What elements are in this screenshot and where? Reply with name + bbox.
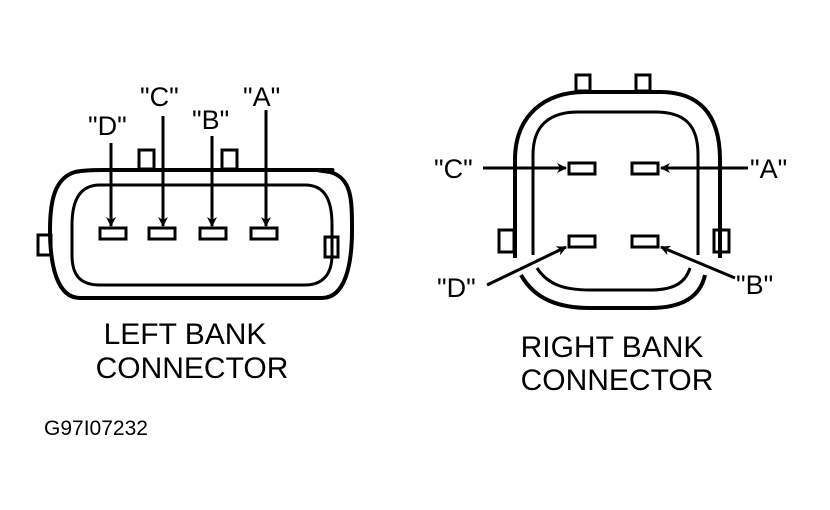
right-side-tab-right	[712, 228, 731, 254]
right-arrow-d	[486, 245, 567, 287]
right-caption-line1: RIGHT BANK	[521, 331, 704, 364]
right-pin-slot-a	[630, 161, 660, 176]
left-pin-slot-b	[198, 226, 228, 241]
left-housing-outer	[47, 168, 355, 300]
right-housing-outer-bottom	[519, 273, 707, 310]
left-pin-label-d: "D"	[88, 111, 127, 141]
right-housing-inner-bottom	[535, 267, 692, 292]
right-pin-label-a: "A"	[750, 154, 787, 184]
right-pin-label-d: "D"	[437, 273, 476, 303]
left-caption-line2: CONNECTOR	[96, 352, 289, 385]
left-pin-label-c: "C"	[140, 82, 179, 112]
left-top-latch-2	[220, 148, 239, 171]
right-pin-label-b: "B"	[736, 270, 773, 300]
right-housing-outer	[513, 90, 722, 258]
right-pin-slot-b	[630, 234, 660, 249]
right-bank-connector	[483, 73, 748, 310]
left-side-tab-right	[323, 235, 340, 259]
left-side-tab-left	[36, 233, 53, 257]
left-pin-label-b: "B"	[192, 105, 229, 135]
left-pin-label-a: "A"	[243, 82, 280, 112]
right-housing-inner	[531, 110, 700, 255]
right-top-latch-2	[634, 73, 652, 93]
right-top-latch-1	[574, 73, 592, 93]
right-pin-label-c: "C"	[434, 154, 473, 184]
left-pin-slot-c	[147, 226, 177, 241]
left-top-latch-1	[137, 148, 156, 171]
left-housing-inner	[70, 183, 334, 287]
right-pin-slot-c	[567, 161, 597, 176]
right-arrow-b	[660, 245, 736, 280]
left-caption-line1: LEFT BANK	[104, 318, 267, 351]
left-bank-connector	[36, 110, 355, 300]
right-pin-slot-d	[567, 234, 597, 249]
figure-id: G97I07232	[44, 417, 148, 440]
left-pin-slot-d	[98, 226, 128, 241]
left-pin-slot-a	[249, 226, 279, 241]
right-caption-line2: CONNECTOR	[521, 364, 714, 397]
right-side-tab-left	[497, 228, 516, 254]
